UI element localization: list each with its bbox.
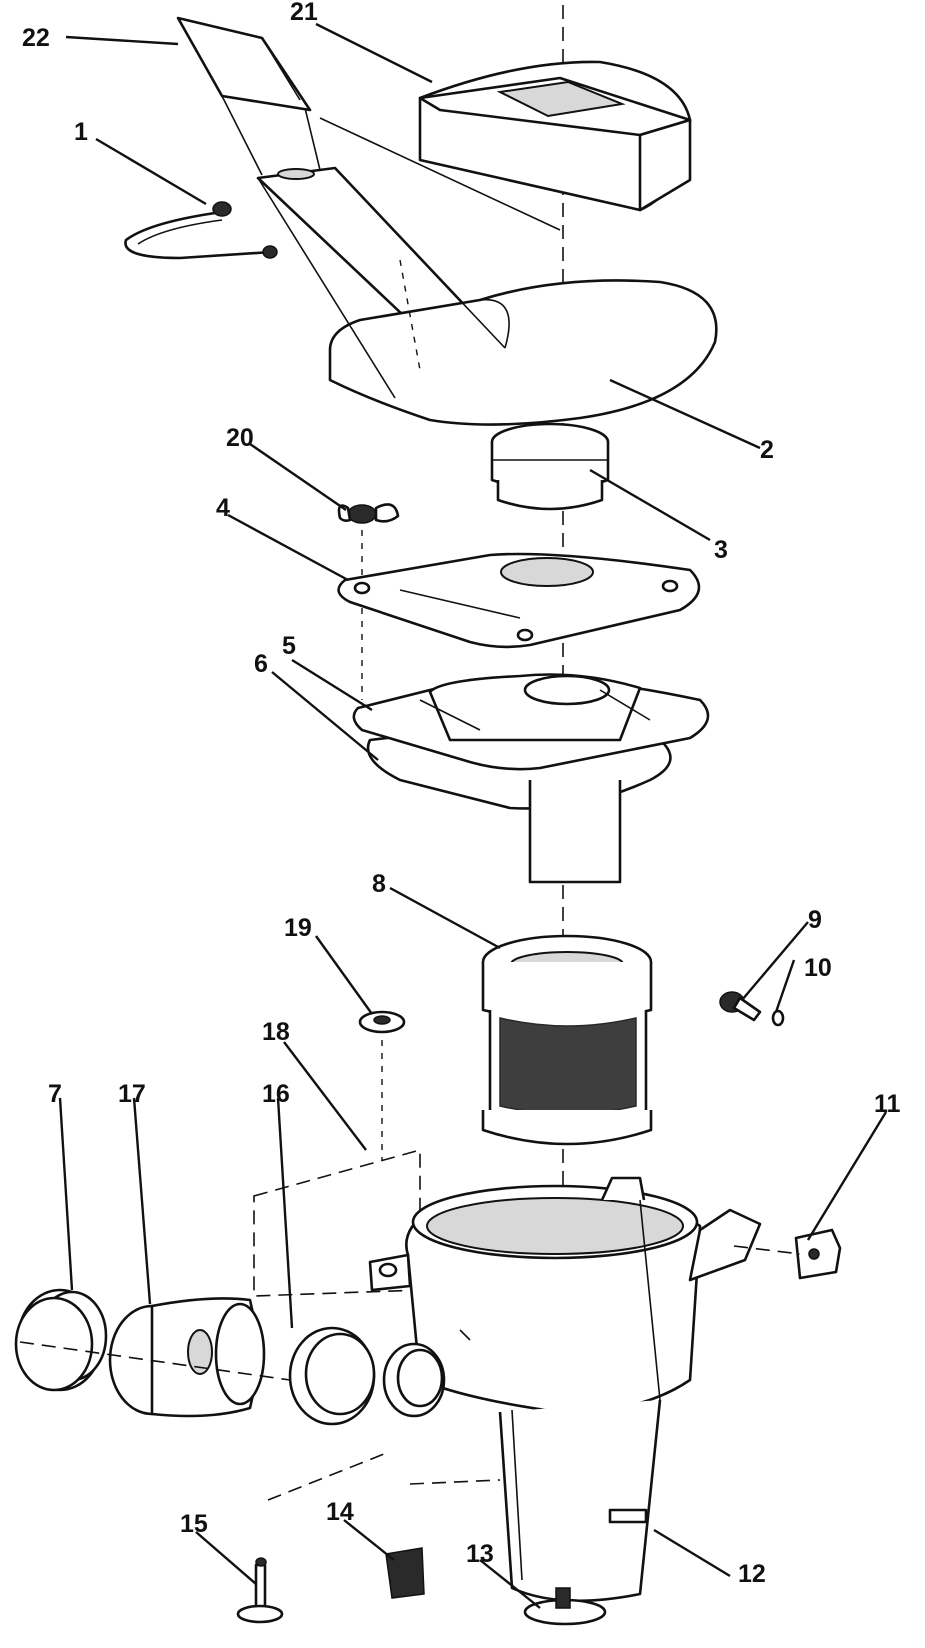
alignment-lines — [19, 1040, 801, 1501]
part-9-10-screw — [719, 991, 785, 1027]
callout-9: 9 — [808, 906, 822, 934]
callout-18: 18 — [262, 1018, 290, 1046]
callout-7: 7 — [48, 1080, 62, 1108]
callout-4: 4 — [216, 494, 230, 522]
callout-8: 8 — [372, 870, 386, 898]
callout-22: 22 — [22, 24, 50, 52]
callout-labels: 22 21 1 2 20 3 4 5 6 8 9 19 10 18 11 7 1… — [22, 0, 901, 1588]
callout-20: 20 — [226, 424, 254, 452]
part-16-ring — [288, 1326, 376, 1426]
callout-13: 13 — [466, 1540, 494, 1568]
callout-2: 2 — [760, 436, 774, 464]
callout-16: 16 — [262, 1080, 290, 1108]
part-8-filter-element — [481, 934, 653, 1146]
part-1-wire-clip — [124, 201, 278, 260]
callout-1: 1 — [74, 118, 88, 146]
callout-10: 10 — [804, 954, 832, 982]
callout-14: 14 — [326, 1498, 354, 1526]
part-20-wing-nut — [337, 503, 400, 700]
part-15-bolt — [236, 1557, 284, 1624]
part-12-air-box — [368, 1176, 762, 1603]
callout-11: 11 — [874, 1090, 901, 1118]
part-7-end-cap — [14, 1288, 108, 1392]
callout-19: 19 — [284, 914, 312, 942]
callout-21: 21 — [290, 0, 318, 26]
inlet-tube — [382, 1342, 446, 1418]
part-5-6-cover-gasket — [352, 673, 710, 884]
part-14-cap — [385, 1547, 425, 1599]
part-13-drain-valve — [523, 1587, 607, 1626]
callout-12: 12 — [738, 1560, 766, 1588]
part-19-washer — [358, 1010, 406, 1034]
part-21-foam-insert — [319, 60, 692, 231]
part-4-top-plate — [337, 552, 701, 649]
leader-lines — [58, 22, 888, 1609]
part-2-intake-horn — [256, 166, 718, 426]
callout-5: 5 — [282, 632, 296, 660]
callout-3: 3 — [714, 536, 728, 564]
part-3-grommet — [490, 422, 610, 511]
callout-15: 15 — [180, 1510, 208, 1538]
callout-6: 6 — [254, 650, 268, 678]
part-22-plate — [176, 16, 321, 176]
part-11-clip — [794, 1228, 842, 1280]
callout-17: 17 — [118, 1080, 146, 1108]
